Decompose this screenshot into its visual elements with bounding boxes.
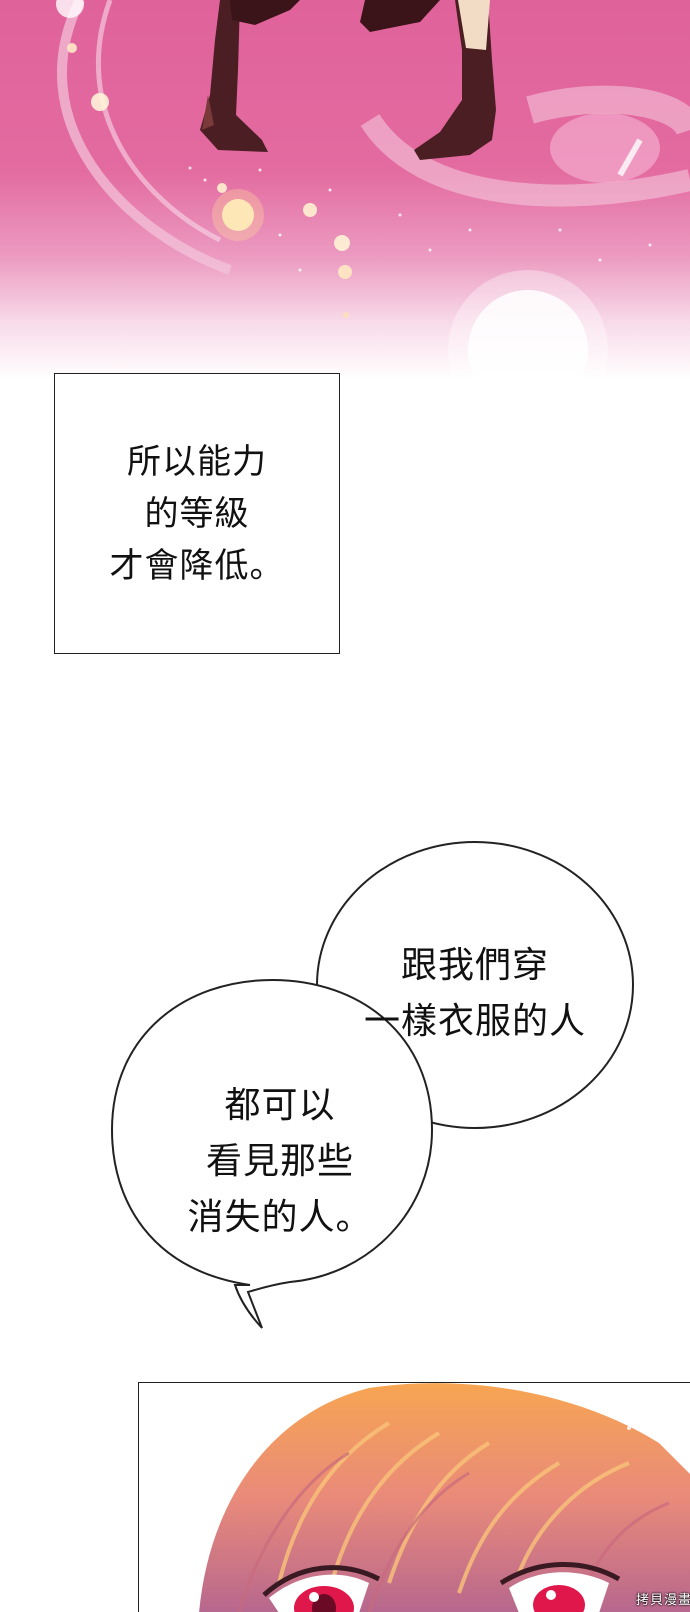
bubble-line: 消失的人。 <box>187 1197 373 1238</box>
bubble-line: 跟我們穿 <box>400 945 549 986</box>
narration-text: 所以能力 的等級 才會降低。 <box>110 436 285 592</box>
bubble-line: 都可以 <box>224 1085 336 1126</box>
narration-line: 才會降低。 <box>109 545 285 586</box>
bubble-upper-text: 跟我們穿 一樣衣服的人 <box>350 938 600 1050</box>
bubble-line: 看見那些 <box>205 1141 354 1182</box>
narration-box: 所以能力 的等級 才會降低。 <box>54 373 340 654</box>
speech-bubbles <box>110 841 634 1329</box>
narration-line: 的等級 <box>144 493 250 534</box>
character-closeup-illustration <box>199 1383 690 1612</box>
bottom-illustration-panel: 拷貝漫畫 <box>138 1382 690 1612</box>
top-illustration-panel <box>0 0 690 380</box>
bubble-lower-text: 都可以 看見那些 消失的人。 <box>180 1078 380 1246</box>
narration-line: 所以能力 <box>127 441 267 482</box>
speech-bubble-lower <box>110 978 434 1329</box>
magic-scene-illustration <box>56 0 690 380</box>
bubble-line: 一樣衣服的人 <box>363 1001 586 1042</box>
